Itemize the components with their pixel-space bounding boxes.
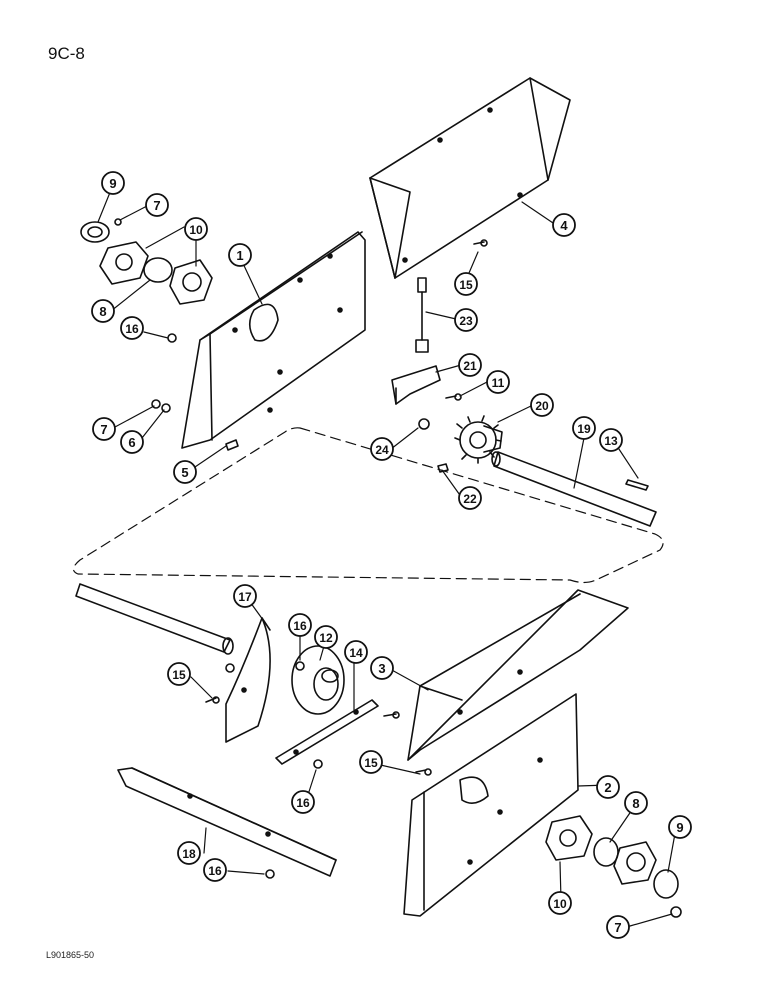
callout-label: 16 bbox=[208, 864, 222, 878]
callout-15: 15 bbox=[167, 662, 191, 686]
callout-11: 11 bbox=[486, 370, 510, 394]
figure-code: L901865-50 bbox=[46, 950, 95, 960]
callout-label: 15 bbox=[172, 668, 186, 682]
callout-4: 4 bbox=[552, 213, 576, 237]
callout-label: 9 bbox=[676, 820, 683, 835]
callout-label: 7 bbox=[100, 422, 107, 437]
callout-label: 16 bbox=[293, 619, 307, 633]
callout-label: 23 bbox=[459, 314, 473, 328]
callout-22: 22 bbox=[458, 486, 482, 510]
callout-label: 7 bbox=[614, 920, 621, 935]
callout-17: 17 bbox=[233, 584, 257, 608]
bearing-assembly-left bbox=[80, 218, 213, 305]
callout-label: 7 bbox=[153, 198, 160, 213]
callout-23: 23 bbox=[454, 308, 478, 332]
bearing-assembly-right bbox=[545, 815, 682, 918]
callout-5: 5 bbox=[173, 460, 197, 484]
callout-label: 22 bbox=[463, 492, 477, 506]
callout-16: 16 bbox=[120, 316, 144, 340]
angled-plate-lower bbox=[407, 589, 629, 761]
callout-14: 14 bbox=[344, 640, 368, 664]
sensor-and-bracket bbox=[391, 277, 441, 405]
callout-label: 3 bbox=[378, 661, 385, 676]
callout-label: 5 bbox=[181, 465, 188, 480]
callout-label: 11 bbox=[492, 376, 505, 390]
side-panel-upper bbox=[181, 231, 366, 449]
callout-10: 10 bbox=[548, 891, 572, 915]
bottom-trough bbox=[117, 767, 337, 877]
callout-2: 2 bbox=[596, 775, 620, 799]
angled-plate-upper bbox=[369, 77, 571, 279]
callout-8: 8 bbox=[91, 299, 115, 323]
callout-12: 12 bbox=[314, 625, 338, 649]
callout-bubbles: 9 7 10 1 8 16 7 6 5 4 15 23 21 11 20 19 … bbox=[91, 171, 692, 939]
callout-1: 1 bbox=[228, 243, 252, 267]
callout-3: 3 bbox=[370, 656, 394, 680]
shaft-lower bbox=[75, 583, 234, 655]
callout-label: 17 bbox=[238, 590, 252, 604]
callout-9: 9 bbox=[668, 815, 692, 839]
callout-label: 21 bbox=[463, 359, 477, 373]
callout-label: 6 bbox=[128, 435, 135, 450]
callout-19: 19 bbox=[572, 416, 596, 440]
callout-10: 10 bbox=[184, 217, 208, 241]
callout-label: 15 bbox=[364, 756, 378, 770]
callout-18: 18 bbox=[177, 841, 201, 865]
page-label: 9C-8 bbox=[48, 44, 85, 63]
callout-label: 9 bbox=[109, 176, 116, 191]
lower-hardware bbox=[205, 661, 432, 879]
callout-15: 15 bbox=[359, 750, 383, 774]
callout-label: 8 bbox=[632, 796, 639, 811]
flange-hub bbox=[291, 645, 345, 715]
callout-label: 13 bbox=[604, 434, 618, 448]
callout-16: 16 bbox=[291, 790, 315, 814]
callout-label: 15 bbox=[459, 278, 473, 292]
callout-label: 16 bbox=[296, 796, 310, 810]
side-panel-lower bbox=[403, 693, 579, 917]
callout-8: 8 bbox=[624, 791, 648, 815]
callout-13: 13 bbox=[599, 428, 623, 452]
dashed-outline bbox=[72, 427, 664, 584]
small-hardware bbox=[151, 239, 649, 491]
callout-label: 19 bbox=[577, 422, 591, 436]
callout-16: 16 bbox=[288, 613, 312, 637]
callout-label: 18 bbox=[182, 847, 196, 861]
shaft-upper bbox=[491, 451, 657, 527]
leader-lines bbox=[97, 184, 677, 927]
callout-9: 9 bbox=[101, 171, 125, 195]
callout-24: 24 bbox=[370, 437, 394, 461]
callout-label: 14 bbox=[349, 646, 363, 660]
callout-label: 8 bbox=[99, 304, 106, 319]
curved-plate bbox=[225, 617, 271, 743]
callout-7: 7 bbox=[606, 915, 630, 939]
callout-label: 12 bbox=[319, 631, 333, 645]
callout-label: 4 bbox=[560, 218, 568, 233]
callout-7: 7 bbox=[145, 193, 169, 217]
callout-label: 2 bbox=[604, 780, 611, 795]
callout-6: 6 bbox=[120, 430, 144, 454]
callout-label: 20 bbox=[535, 399, 549, 413]
flat-bar bbox=[275, 699, 379, 765]
callout-label: 10 bbox=[553, 897, 567, 911]
callout-20: 20 bbox=[530, 393, 554, 417]
callout-label: 24 bbox=[375, 443, 389, 457]
callout-15: 15 bbox=[454, 272, 478, 296]
callout-label: 16 bbox=[125, 322, 139, 336]
callout-7: 7 bbox=[92, 417, 116, 441]
sprocket bbox=[454, 415, 503, 464]
callout-label: 10 bbox=[189, 223, 203, 237]
callout-16: 16 bbox=[203, 858, 227, 882]
callout-21: 21 bbox=[458, 353, 482, 377]
callout-label: 1 bbox=[236, 248, 243, 263]
